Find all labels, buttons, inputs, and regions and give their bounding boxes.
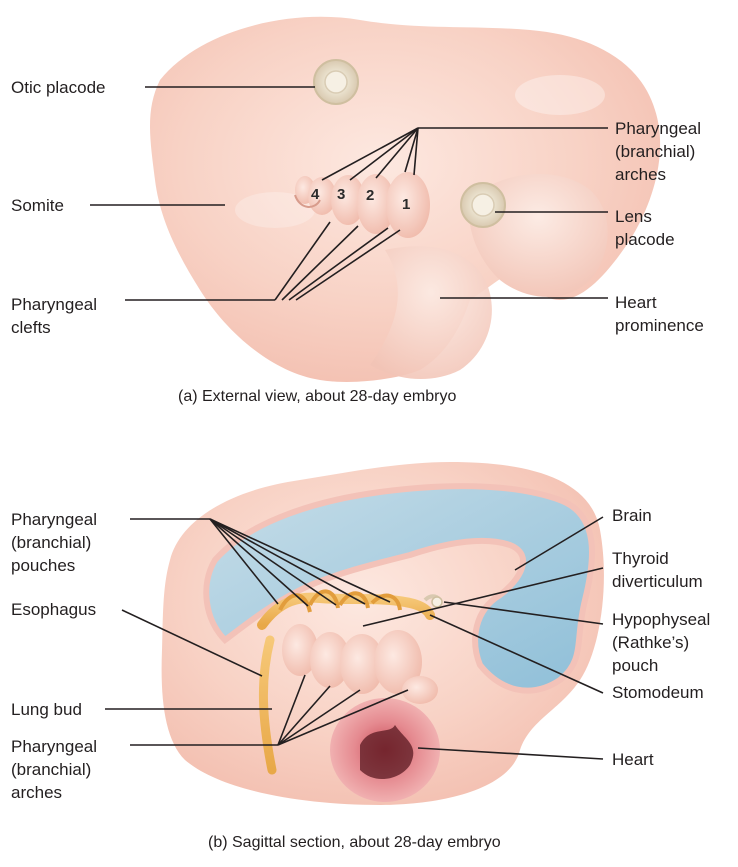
- label-stomodeum: Stomodeum: [612, 681, 704, 704]
- label-pharyngeal-arches-b: Pharyngeal (branchial) arches: [11, 735, 97, 804]
- label-pharyngeal-clefts: Pharyngeal clefts: [11, 293, 97, 339]
- label-heart: Heart: [612, 748, 654, 771]
- arch-number-2: 2: [366, 187, 374, 204]
- arch-number-3: 3: [337, 186, 345, 203]
- label-esophagus: Esophagus: [11, 598, 96, 621]
- label-somite: Somite: [11, 194, 64, 217]
- label-lung-bud: Lung bud: [11, 698, 82, 721]
- label-lens-placode: Lens placode: [615, 205, 675, 251]
- label-otic-placode: Otic placode: [11, 76, 106, 99]
- caption-panel-b: (b) Sagittal section, about 28-day embry…: [208, 833, 501, 853]
- label-brain: Brain: [612, 504, 652, 527]
- caption-panel-a: (a) External view, about 28-day embryo: [178, 387, 456, 407]
- label-thyroid-diverticulum: Thyroid diverticulum: [612, 547, 703, 593]
- arch-number-1: 1: [402, 196, 410, 213]
- heart-shape: [330, 698, 440, 802]
- label-pharyngeal-pouches: Pharyngeal (branchial) pouches: [11, 508, 97, 577]
- label-pharyngeal-arches-a: Pharyngeal (branchial) arches: [615, 117, 701, 186]
- arch-number-4: 4: [311, 186, 319, 203]
- lens-placode-shape: [461, 183, 505, 227]
- label-hypophyseal-pouch: Hypophyseal (Rathke’s) pouch: [612, 608, 710, 677]
- label-heart-prominence: Heart prominence: [615, 291, 704, 337]
- otic-placode-shape: [314, 60, 358, 104]
